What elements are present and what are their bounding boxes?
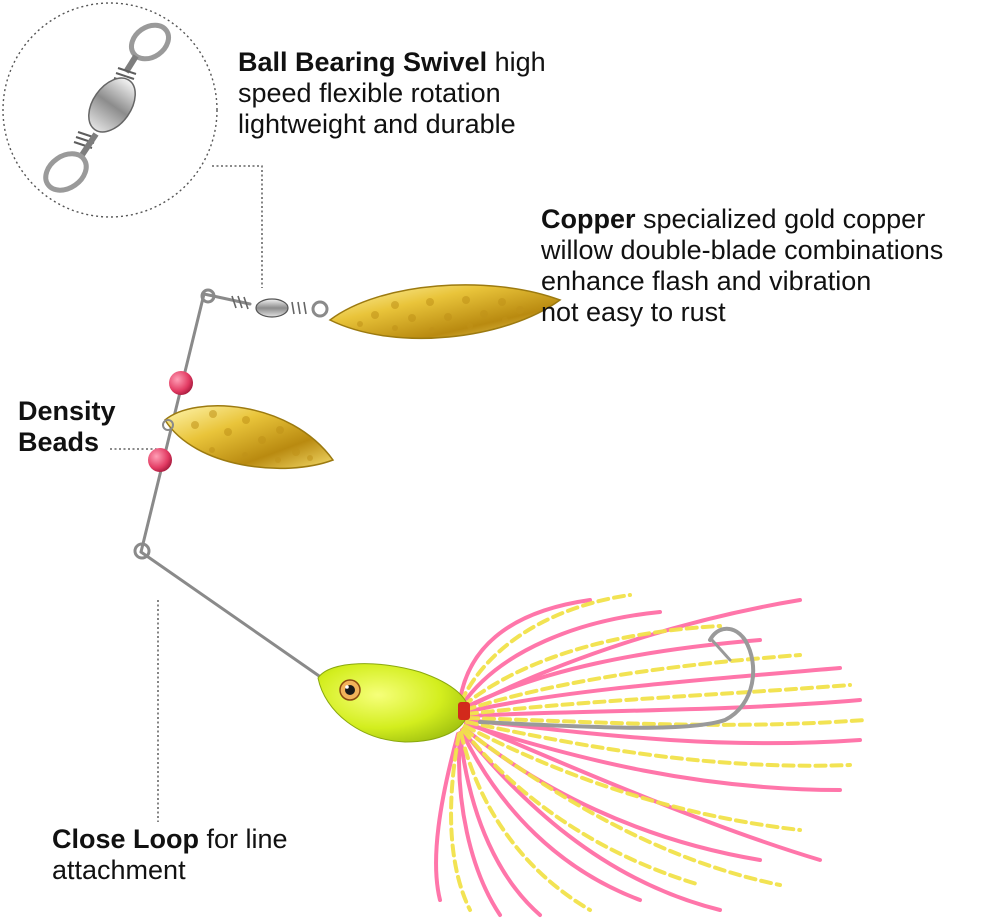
loop-callout: Close Loop for line attachment — [52, 824, 288, 886]
copper-callout-line3: enhance flash and vibration — [541, 266, 872, 296]
swivel-callout-title: Ball Bearing Swivel — [238, 47, 488, 77]
copper-callout-line4: not easy to rust — [541, 297, 726, 327]
copper-callout: Copper specialized gold copper willow do… — [541, 204, 943, 328]
swivel-callout-line3: lightweight and durable — [238, 109, 516, 139]
copper-callout-line2: willow double-blade combinations — [541, 235, 944, 265]
large-willow-blade-icon — [328, 284, 562, 340]
swivel-detail-circle — [2, 2, 218, 218]
hook-icon — [478, 626, 756, 730]
swivel-callout-line1: Ball Bearing Swivel high — [238, 47, 546, 78]
copper-callout-line1: Copper specialized gold copper — [541, 204, 943, 235]
beads-callout: Density Beads — [18, 396, 116, 458]
beads-callout-line2: Beads — [18, 427, 100, 457]
small-willow-blade-icon — [162, 405, 335, 470]
jig-head-icon — [317, 663, 470, 743]
beads-callout-line1: Density — [18, 396, 116, 426]
ball-bearing-swivel-icon — [43, 22, 172, 193]
copper-callout-title: Copper — [541, 204, 636, 234]
swivel-callout: Ball Bearing Swivel high speed flexible … — [238, 47, 546, 140]
swivel-leader-line — [212, 165, 263, 288]
copper-callout-text: specialized gold copper — [635, 204, 926, 234]
collar-icon — [458, 702, 470, 720]
swivel-callout-line2: speed flexible rotation — [238, 78, 501, 108]
loop-callout-text: for line — [199, 824, 288, 854]
density-bead-upper-icon — [169, 371, 193, 395]
loop-callout-title: Close Loop — [52, 824, 199, 854]
loop-callout-line1: Close Loop for line — [52, 824, 288, 855]
density-bead-lower-icon — [148, 448, 172, 472]
arm-swivel-icon — [231, 295, 329, 318]
swivel-callout-text: high — [487, 47, 546, 77]
spinner-wire — [133, 288, 324, 680]
silicone-skirt-icon — [434, 593, 867, 917]
loop-callout-line2: attachment — [52, 855, 186, 885]
